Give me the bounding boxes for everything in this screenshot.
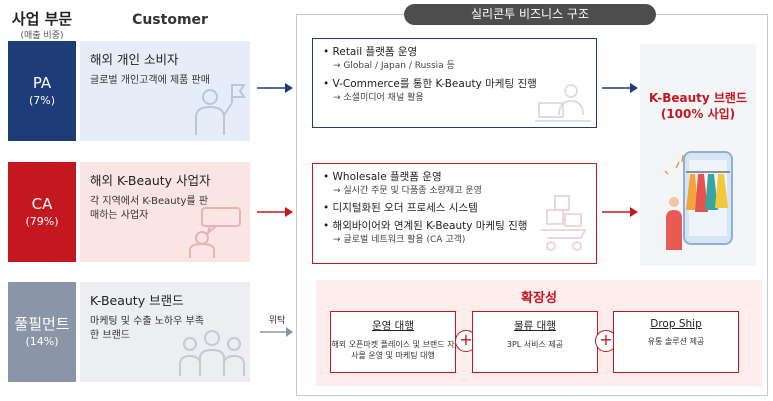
customer-title: 해외 개인 소비자 bbox=[90, 52, 179, 67]
expansion-item-desc: 해외 오픈마켓 플레이스 및 브랜드 자사몰 운영 및 마케팅 대행 bbox=[331, 340, 455, 360]
expansion-item-title: 물류 대행 bbox=[514, 320, 556, 332]
pa-service-box: • Retail 플랫폼 운영 → Global / Japan / Russi… bbox=[312, 38, 597, 128]
group-people-icon bbox=[179, 330, 245, 376]
ca-item: • 디지털화된 오더 프로세스 시스템 bbox=[323, 202, 478, 214]
laptop-person-icon bbox=[535, 84, 591, 122]
pa-item-sub: → 소셜미디어 채널 활용 bbox=[333, 93, 424, 103]
brand-subtitle: (100% 사입) bbox=[660, 107, 736, 121]
expansion-item-logistics: 물류 대행 3PL 서비스 제공 bbox=[472, 311, 598, 373]
pa-item-sub: → Global / Japan / Russia 등 bbox=[333, 61, 455, 71]
consign-label: 위탁 bbox=[268, 316, 286, 326]
expansion-item-title: Drop Ship bbox=[650, 318, 702, 330]
ca-item: • 해외바이어와 연계된 K-Beauty 마케팅 진행 bbox=[323, 220, 528, 232]
expansion-item-dropship: Drop Ship 유통 솔루션 제공 bbox=[613, 311, 739, 373]
segment-name: 풀필먼트 bbox=[14, 314, 70, 333]
expansion-item-operation: 운영 대행 해외 오픈마켓 플레이스 및 브랜드 자사몰 운영 및 마케팅 대행 bbox=[330, 311, 456, 373]
customer-title: K-Beauty 브랜드 bbox=[90, 293, 184, 308]
segment-fulfillment: 풀필먼트 (14%) bbox=[8, 282, 76, 382]
structure-title: 실리콘투 비즈니스 구조 bbox=[404, 4, 656, 25]
arrow-ca-icon bbox=[257, 207, 293, 217]
customer-fulfillment: K-Beauty 브랜드 마케팅 및 수출 노하우 부족한 브랜드 bbox=[80, 282, 250, 382]
segment-share: (7%) bbox=[28, 93, 56, 107]
ca-item-sub: → 글로벌 네트워크 활용 (CA 고객) bbox=[333, 235, 466, 245]
pa-item: • V-Commerce를 통한 K-Beauty 마케팅 진행 bbox=[323, 78, 537, 90]
segment-column-subtitle: (매출 비중) bbox=[20, 31, 64, 41]
plus-icon: + bbox=[595, 330, 617, 352]
customer-column-title: Customer bbox=[132, 12, 208, 28]
segment-ca: CA (79%) bbox=[8, 162, 76, 262]
segment-name: PA bbox=[32, 73, 52, 92]
ca-item-sub: → 실시간 주문 및 다품종 소량재고 운영 bbox=[333, 186, 482, 196]
brand-title: K-Beauty 브랜드 bbox=[648, 91, 748, 105]
expansion-item-desc: 3PL 서비스 제공 bbox=[506, 340, 564, 349]
pa-item: • Retail 플랫폼 운영 bbox=[323, 46, 418, 58]
arrow-fulfillment-icon bbox=[260, 327, 293, 337]
arrow-pa-icon bbox=[257, 83, 293, 93]
seller-speech-icon bbox=[189, 207, 241, 258]
arrow-to-brand-icon bbox=[602, 83, 638, 93]
brand-label: K-Beauty 브랜드 (100% 사입) bbox=[640, 90, 756, 122]
expansion-title: 확장성 bbox=[521, 291, 557, 306]
segment-name: CA bbox=[31, 194, 53, 213]
phone-clothes-icon bbox=[664, 151, 733, 250]
customer-title: 해외 K-Beauty 사업자 bbox=[90, 173, 211, 188]
expansion-item-desc: 유통 솔루션 제공 bbox=[647, 337, 705, 346]
ca-item: • Wholesale 플랫폼 운영 bbox=[323, 171, 442, 183]
customer-desc: 글로벌 개인고객에 제품 판매 bbox=[90, 75, 210, 86]
segment-share: (14%) bbox=[25, 334, 59, 348]
segment-share: (79%) bbox=[25, 214, 59, 228]
customer-pa: 해외 개인 소비자 글로벌 개인고객에 제품 판매 bbox=[80, 41, 250, 141]
segment-column-title: 사업 부문 bbox=[11, 10, 73, 28]
arrow-to-brand-icon bbox=[602, 207, 638, 217]
cart-boxes-icon bbox=[541, 195, 587, 251]
customer-desc: 마케팅 및 수출 노하우 부족한 브랜드 bbox=[90, 316, 204, 341]
plus-icon: + bbox=[455, 330, 477, 352]
customer-ca: 해외 K-Beauty 사업자 각 지역에서 K-Beauty를 판매하는 사업… bbox=[80, 162, 250, 262]
expansion-item-title: 운영 대행 bbox=[372, 320, 414, 332]
ca-service-box: • Wholesale 플랫폼 운영 → 실시간 주문 및 다품종 소량재고 운… bbox=[312, 163, 597, 264]
person-flag-icon bbox=[195, 84, 246, 135]
customer-desc: 각 지역에서 K-Beauty를 판매하는 사업자 bbox=[90, 196, 209, 221]
segment-pa: PA (7%) bbox=[8, 41, 76, 141]
